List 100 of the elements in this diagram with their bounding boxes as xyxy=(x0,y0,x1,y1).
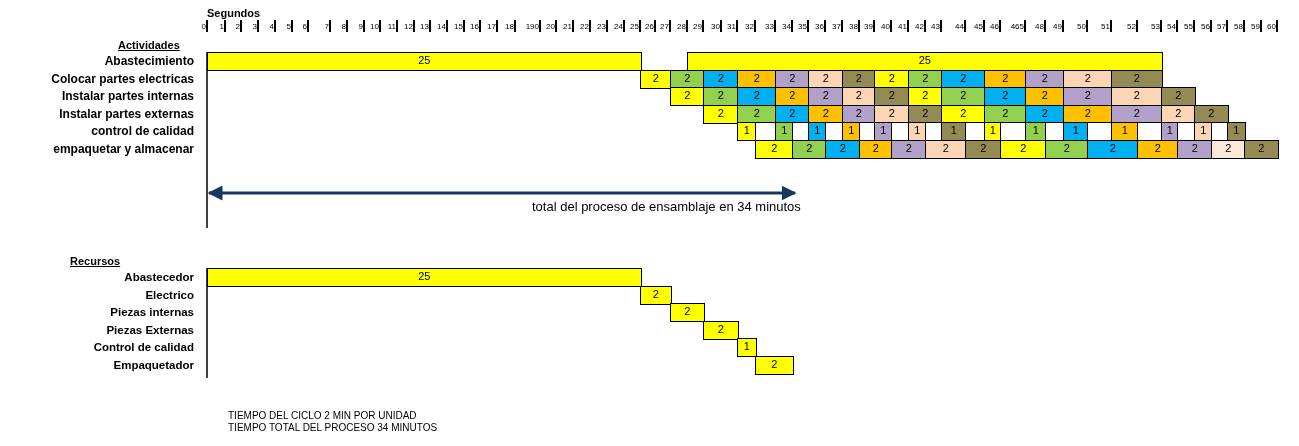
row-label: Piezas Externas xyxy=(106,322,194,337)
empty-bar xyxy=(891,122,910,142)
tick-label: 22 xyxy=(580,22,589,32)
tick-label: 12 xyxy=(404,22,413,32)
tick-label: 54 xyxy=(1167,22,1176,32)
duration-bar: 2 xyxy=(1137,140,1179,159)
duration-bar: 1 xyxy=(1227,122,1246,142)
row-label: Colocar partes electricas xyxy=(51,71,194,86)
tick-label: 60 xyxy=(1267,22,1276,32)
tick-label: 34 xyxy=(782,22,791,32)
tick-label: 1 xyxy=(219,22,224,32)
tick-label: 48 xyxy=(1035,22,1044,32)
duration-bar: 1 xyxy=(737,338,757,358)
duration-bar: 2 xyxy=(984,87,1027,107)
tick-label: 3 xyxy=(252,22,257,32)
tick-label: 28 xyxy=(677,22,686,32)
row-label: Empaquetador xyxy=(113,358,194,372)
tick-label: 56 xyxy=(1201,22,1210,32)
duration-bar: 2 xyxy=(859,140,893,159)
tick-label: 37 xyxy=(832,22,841,32)
tick-label: 30 xyxy=(711,22,720,32)
dimension-label: total del proceso de ensamblaje en 34 minutos xyxy=(532,199,801,214)
tick-label: 27 xyxy=(660,22,669,32)
row-label: Abastecedor xyxy=(124,270,194,284)
duration-bar: 2 xyxy=(670,87,705,107)
tick-label: 45 xyxy=(974,22,983,32)
tick-label: 4 xyxy=(269,22,274,32)
tick-label: 50 xyxy=(1077,22,1086,32)
tick-label: 59 xyxy=(1251,22,1260,32)
tick-label: 41 xyxy=(898,22,907,32)
row-label: Piezas internas xyxy=(110,305,194,320)
duration-bar: 25 xyxy=(207,268,642,287)
tick-label: 25 xyxy=(630,22,639,32)
duration-bar: 2 xyxy=(891,140,927,159)
tick-label: 5 xyxy=(286,22,291,32)
tick-label: 43 xyxy=(931,22,940,32)
tick-label: 15 xyxy=(454,22,463,32)
tick-label: 57 xyxy=(1217,22,1226,32)
duration-bar: 2 xyxy=(640,69,672,89)
row-label: Abastecimiento xyxy=(104,54,194,68)
tick-label: 7 xyxy=(324,22,329,32)
tick-label: 44 xyxy=(955,22,964,32)
empty-bar xyxy=(825,122,844,142)
row-label: Control de calidad xyxy=(93,340,194,355)
tick-label: 52 xyxy=(1127,22,1136,32)
duration-bar: 2 xyxy=(792,140,827,159)
duration-bar: 2 xyxy=(1087,140,1139,159)
row-label: control de calidad xyxy=(91,124,194,139)
duration-bar: 2 xyxy=(703,320,739,340)
section-heading: Actividades xyxy=(118,38,180,52)
duration-bar: 2 xyxy=(1177,140,1213,159)
tick-label: 6 xyxy=(302,22,307,32)
duration-bar: 2 xyxy=(755,140,794,159)
tick-label: 33 xyxy=(765,22,774,32)
duration-bar: 2 xyxy=(1211,140,1246,159)
tick-label: 38 xyxy=(849,22,858,32)
tick-label: 24 xyxy=(614,22,623,32)
duration-bar: 25 xyxy=(207,52,642,71)
duration-bar: 2 xyxy=(1161,87,1196,107)
tick-label: 55 xyxy=(1184,22,1193,32)
tick-label: 13 xyxy=(420,22,429,32)
duration-bar: 2 xyxy=(1000,140,1047,159)
duration-bar: 2 xyxy=(825,140,861,159)
tick-label: 36 xyxy=(815,22,824,32)
duration-bar: 1 xyxy=(1194,122,1213,142)
duration-bar: 1 xyxy=(842,122,861,142)
empty-bar xyxy=(1177,122,1196,142)
duration-bar: 2 xyxy=(640,285,672,305)
tick-label: 39 xyxy=(864,22,873,32)
note-text: TIEMPO TOTAL DEL PROCESO 34 MINUTOS xyxy=(228,422,438,434)
tick-label: 53 xyxy=(1151,22,1160,32)
tick-label: 51 xyxy=(1101,22,1110,32)
duration-bar: 2 xyxy=(941,87,986,107)
note-text: TIEMPO DEL CICLO 2 MIN POR UNIDAD xyxy=(228,410,417,422)
row-label: Instalar partes internas xyxy=(61,89,194,104)
tick-label: 46 xyxy=(990,22,999,32)
tick-label: 26 xyxy=(645,22,654,32)
tick-label: 32 xyxy=(745,22,754,32)
tick-label: 2 xyxy=(235,22,240,32)
tick-label: 0 xyxy=(201,22,206,32)
tick-label: 8 xyxy=(341,22,346,32)
tick-label: 31 xyxy=(727,22,736,32)
row-label: empaquetar y almacenar xyxy=(53,142,194,156)
duration-bar: 2 xyxy=(670,303,705,323)
empty-bar xyxy=(859,122,876,142)
tick-label: 35 xyxy=(798,22,807,32)
duration-bar: 2 xyxy=(775,87,810,107)
tick-label: 9 xyxy=(358,22,363,32)
tick-label: 42 xyxy=(915,22,924,32)
tick-label: 17 xyxy=(487,22,496,32)
duration-bar: 2 xyxy=(1244,140,1279,159)
duration-bar: 1 xyxy=(874,122,893,142)
tick-label: 18 xyxy=(505,22,514,32)
tick-label: 40 xyxy=(881,22,890,32)
duration-bar: 2 xyxy=(908,87,943,107)
tick-label: 58 xyxy=(1234,22,1243,32)
tick-label: 16 xyxy=(470,22,479,32)
row-label: Instalar partes externas xyxy=(59,106,194,121)
axis-title: Segundos xyxy=(207,6,261,20)
tick-label: 190 xyxy=(525,22,539,32)
